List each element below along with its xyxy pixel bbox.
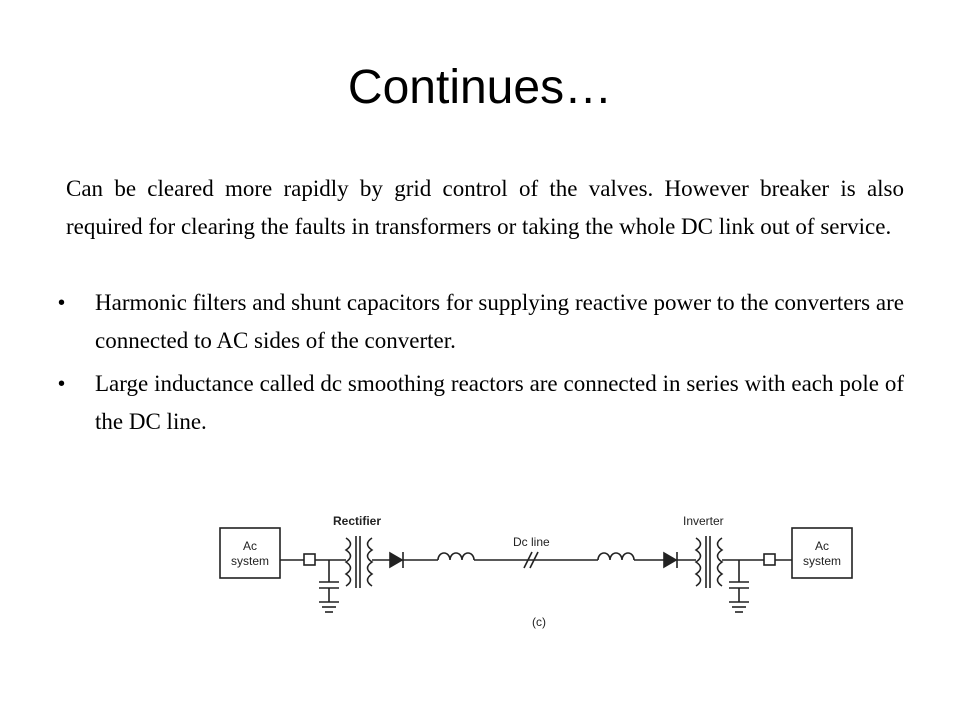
inverter-label: Inverter — [683, 514, 724, 528]
bullet-icon: • — [58, 373, 66, 395]
left-shunt-capacitor-icon — [319, 560, 339, 613]
lead-paragraph: Can be cleared more rapidly by grid cont… — [66, 176, 904, 239]
bullet-icon: • — [58, 292, 66, 314]
bullet-list: • Harmonic filters and shunt capacitors … — [58, 284, 904, 446]
rectifier-transformer-icon — [344, 536, 374, 588]
right-ac-system-label-2: system — [803, 554, 841, 568]
left-breaker-icon — [303, 553, 316, 566]
hvdc-circuit-diagram: Rectifier Inverter Dc line Ac system Ac … — [219, 514, 853, 629]
left-ac-system-label-1: Ac — [243, 539, 257, 553]
dc-line-label: Dc line — [513, 535, 550, 549]
bullet-item-harmonic-filters: • Harmonic filters and shunt capacitors … — [58, 284, 904, 360]
left-smoothing-reactor-icon — [437, 552, 475, 561]
diagram-caption: (c) — [532, 615, 546, 629]
inverter-valve-icon — [663, 551, 678, 569]
right-ac-system-label-1: Ac — [815, 539, 829, 553]
inverter-transformer-icon — [694, 536, 724, 588]
bullet-text: Large inductance called dc smoothing rea… — [95, 371, 904, 434]
right-shunt-capacitor-icon — [729, 560, 749, 613]
rectifier-label: Rectifier — [333, 514, 381, 528]
bullet-item-smoothing-reactors: • Large inductance called dc smoothing r… — [58, 365, 904, 441]
right-ac-system-box — [791, 527, 853, 579]
bullet-text: Harmonic filters and shunt capacitors fo… — [95, 290, 904, 353]
right-smoothing-reactor-icon — [597, 552, 635, 561]
right-breaker-icon — [763, 553, 776, 566]
left-ac-system-box — [219, 527, 281, 579]
left-ac-system-label-2: system — [231, 554, 269, 568]
dc-line-break-icon — [523, 551, 533, 569]
rectifier-valve-icon — [389, 551, 404, 569]
page-title: Continues… — [347, 61, 613, 114]
